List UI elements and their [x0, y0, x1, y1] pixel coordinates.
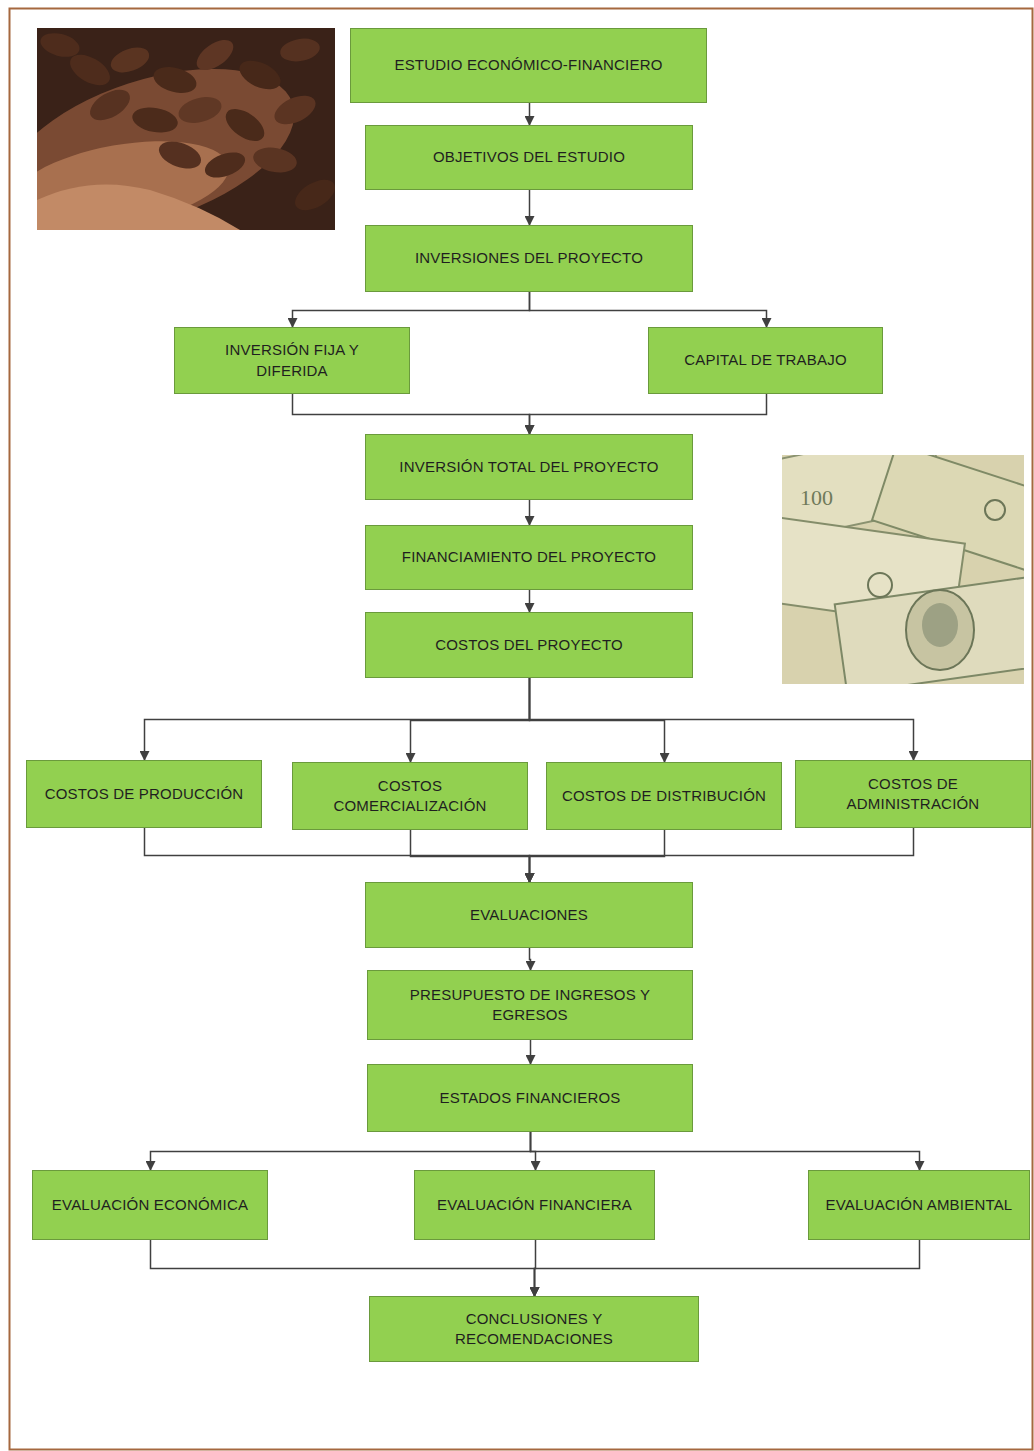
box-text: ESTUDIO ECONÓMICO-FINANCIERO	[394, 55, 662, 75]
process-box: CONCLUSIONES Y RECOMENDACIONES	[369, 1296, 699, 1362]
money-photo: 100	[754, 427, 1034, 693]
box-text: CAPITAL DE TRABAJO	[684, 350, 847, 370]
flow-arrow	[293, 292, 530, 327]
flow-arrow	[411, 678, 530, 762]
box-text: EVALUACIÓN FINANCIERA	[437, 1195, 632, 1215]
box-text: CONCLUSIONES Y RECOMENDACIONES	[430, 1309, 638, 1350]
process-box: INVERSIONES DEL PROYECTO	[365, 225, 693, 292]
process-box: FINANCIAMIENTO DEL PROYECTO	[365, 525, 693, 590]
flow-arrow	[145, 828, 530, 882]
process-box: COSTOS DEL PROYECTO	[365, 612, 693, 678]
flow-arrow	[151, 1240, 535, 1296]
flow-arrow	[530, 394, 767, 434]
flow-arrow	[529, 500, 531, 525]
box-text: INVERSIÓN TOTAL DEL PROYECTO	[399, 457, 658, 477]
process-box: PRESUPUESTO DE INGRESOS Y EGRESOS	[367, 970, 693, 1040]
box-text: COSTOS DEL PROYECTO	[435, 635, 623, 655]
process-box: EVALUACIÓN ECONÓMICA	[32, 1170, 268, 1240]
box-text: COSTOS DE PRODUCCIÓN	[45, 784, 244, 804]
box-text: INVERSIONES DEL PROYECTO	[415, 248, 643, 268]
flow-arrow	[530, 948, 531, 970]
flow-arrow	[530, 828, 914, 882]
svg-text:100: 100	[800, 485, 833, 510]
process-box: EVALUACIÓN FINANCIERA	[414, 1170, 655, 1240]
box-text: OBJETIVOS DEL ESTUDIO	[433, 147, 625, 167]
box-text: ESTADOS FINANCIEROS	[439, 1088, 620, 1108]
process-box: CAPITAL DE TRABAJO	[648, 327, 883, 394]
process-box: COSTOS DE DISTRIBUCIÓN	[546, 762, 782, 830]
box-text: PRESUPUESTO DE INGRESOS Y EGRESOS	[396, 985, 664, 1026]
flow-arrow	[293, 394, 530, 434]
process-box: COSTOS COMERCIALIZACIÓN	[292, 762, 528, 830]
flow-arrow	[411, 830, 530, 882]
box-text: COSTOS DE DISTRIBUCIÓN	[562, 786, 766, 806]
process-box: ESTADOS FINANCIEROS	[367, 1064, 693, 1132]
box-text: EVALUACIONES	[470, 905, 588, 925]
box-text: COSTOS DE ADMINISTRACIÓN	[810, 774, 1016, 815]
process-box: COSTOS DE ADMINISTRACIÓN	[795, 760, 1031, 828]
flow-arrow	[145, 678, 530, 760]
flow-arrow	[531, 1132, 920, 1170]
process-box: OBJETIVOS DEL ESTUDIO	[365, 125, 693, 190]
box-text: INVERSIÓN FIJA Y DIFERIDA	[215, 340, 369, 381]
process-box: INVERSIÓN FIJA Y DIFERIDA	[174, 327, 410, 394]
process-box: INVERSIÓN TOTAL DEL PROYECTO	[365, 434, 693, 500]
process-box: COSTOS DE PRODUCCIÓN	[26, 760, 262, 828]
frame-border	[10, 9, 1033, 1450]
box-text: EVALUACIÓN ECONÓMICA	[52, 1195, 248, 1215]
process-box: EVALUACIÓN AMBIENTAL	[808, 1170, 1030, 1240]
flow-arrow	[151, 1132, 531, 1170]
flow-arrow	[529, 103, 531, 125]
process-box: EVALUACIONES	[365, 882, 693, 948]
cocoa-photo	[0, 28, 340, 263]
flow-arrow	[530, 292, 767, 327]
process-box: ESTUDIO ECONÓMICO-FINANCIERO	[350, 28, 707, 103]
flow-arrow	[530, 1040, 532, 1064]
box-text: COSTOS COMERCIALIZACIÓN	[307, 776, 513, 817]
box-text: EVALUACIÓN AMBIENTAL	[826, 1195, 1013, 1215]
flow-arrow	[535, 1240, 920, 1296]
flow-arrow	[530, 678, 914, 760]
flow-arrow	[529, 590, 531, 612]
flow-arrow	[529, 190, 531, 225]
box-text: FINANCIAMIENTO DEL PROYECTO	[402, 547, 656, 567]
